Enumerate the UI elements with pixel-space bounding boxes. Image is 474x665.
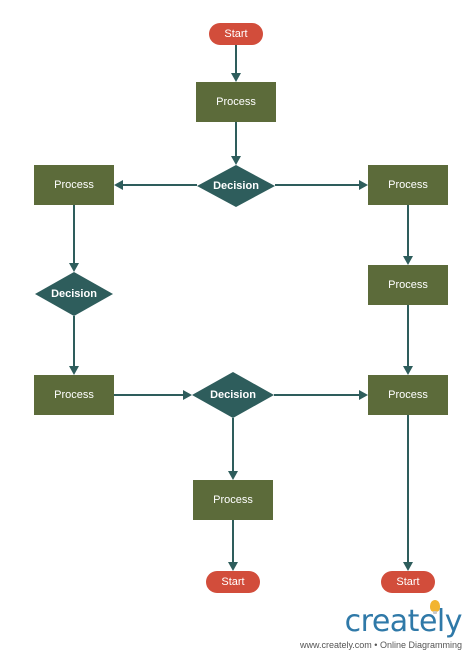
process-node-process-right-1[interactable]: Process <box>368 165 448 205</box>
edge-process_bottom-to-start_bottom_center <box>228 520 238 571</box>
decision-label: Decision <box>51 288 97 300</box>
process-node-process-left-1[interactable]: Process <box>34 165 114 205</box>
edge-decision_left-to-process_left_2 <box>69 316 79 375</box>
edge-decision_1-to-process_left_1 <box>114 180 197 190</box>
process-label: Process <box>54 389 94 401</box>
arrowhead <box>114 180 123 190</box>
process-node-process-right-3[interactable]: Process <box>368 375 448 415</box>
edge-process_1-to-decision_1 <box>231 122 241 165</box>
process-box <box>196 82 276 122</box>
creately-logo: creately <box>344 600 463 640</box>
terminal-node-start-bottom-center[interactable]: Start <box>206 571 260 593</box>
creately-branding: creately www.creately.com • Online Diagr… <box>262 600 463 650</box>
decision-diamond <box>192 372 274 418</box>
decision-diamond <box>35 272 113 316</box>
terminal-label: Start <box>221 576 244 588</box>
terminal-node-start-top[interactable]: Start <box>209 23 263 45</box>
process-node-process-bottom[interactable]: Process <box>193 480 273 520</box>
process-box <box>193 480 273 520</box>
process-node-process-left-2[interactable]: Process <box>34 375 114 415</box>
arrowhead <box>228 562 238 571</box>
arrowhead <box>69 366 79 375</box>
process-box <box>34 375 114 415</box>
decision-node-decision-2[interactable]: Decision <box>192 372 274 418</box>
arrowhead <box>359 390 368 400</box>
edge-decision_2-to-process_bottom <box>228 418 238 480</box>
process-label: Process <box>216 96 256 108</box>
arrowhead <box>231 73 241 82</box>
terminal-pill <box>206 571 260 593</box>
process-box <box>368 265 448 305</box>
arrowhead <box>228 471 238 480</box>
edge-process_right_2-to-process_right_3 <box>403 305 413 375</box>
edge-process_left_1-to-decision_left <box>69 205 79 272</box>
edge-decision_2-to-process_right_3 <box>274 390 368 400</box>
process-node-process-right-2[interactable]: Process <box>368 265 448 305</box>
arrowhead <box>403 366 413 375</box>
decision-diamond <box>197 165 275 207</box>
terminal-label: Start <box>396 576 419 588</box>
arrowhead <box>231 156 241 165</box>
edge-decision_1-to-process_right_1 <box>275 180 368 190</box>
arrowhead <box>69 263 79 272</box>
terminal-pill <box>209 23 263 45</box>
arrowhead <box>183 390 192 400</box>
edge-process_left_2-to-decision_2 <box>114 390 192 400</box>
process-label: Process <box>213 494 253 506</box>
creately-logo-text: creately <box>344 604 463 639</box>
process-label: Process <box>388 279 428 291</box>
process-label: Process <box>388 179 428 191</box>
terminal-label: Start <box>224 28 247 40</box>
process-label: Process <box>388 389 428 401</box>
process-box <box>368 375 448 415</box>
decision-label: Decision <box>213 180 259 192</box>
process-label: Process <box>54 179 94 191</box>
decision-node-decision-1[interactable]: Decision <box>197 165 275 207</box>
process-node-process-1[interactable]: Process <box>196 82 276 122</box>
decision-node-decision-left[interactable]: Decision <box>35 272 113 316</box>
terminal-node-start-bottom-right[interactable]: Start <box>381 571 435 593</box>
edge-start_top-to-process_1 <box>231 45 241 82</box>
arrowhead <box>403 562 413 571</box>
lightbulb-icon <box>430 600 440 614</box>
arrowhead <box>359 180 368 190</box>
arrowhead <box>403 256 413 265</box>
edge-process_right_1-to-process_right_2 <box>403 205 413 265</box>
edges-layer <box>69 45 413 571</box>
decision-label: Decision <box>210 389 256 401</box>
process-box <box>368 165 448 205</box>
edge-process_right_3-to-start_bottom_right <box>403 415 413 571</box>
creately-tagline: www.creately.com • Online Diagramming <box>299 640 462 650</box>
process-box <box>34 165 114 205</box>
terminal-pill <box>381 571 435 593</box>
